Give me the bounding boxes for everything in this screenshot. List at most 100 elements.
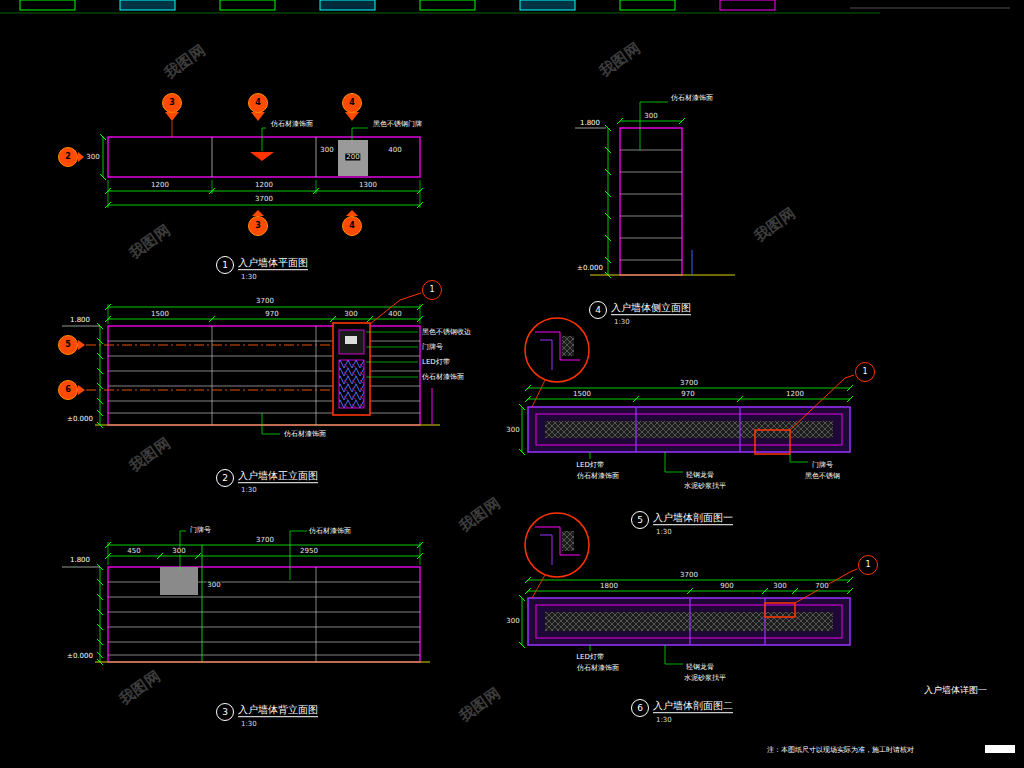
front-elevation-part: [333, 323, 370, 415]
wall-plan-part: [212, 180, 213, 194]
back-elevation-part: [95, 662, 430, 663]
side-elevation-part: [620, 128, 682, 275]
back-elevation: [62, 531, 430, 662]
note-text: 仿石材漆饰面: [421, 374, 465, 381]
callout-number: 4: [255, 99, 261, 107]
front-elevation-part-part: [108, 401, 420, 402]
wall-plan-part: [420, 180, 421, 208]
note-text: 仿石材漆饰面: [308, 528, 352, 535]
watermark: 我图网: [597, 41, 642, 79]
sheet-title: 入户墙体详图一: [923, 686, 988, 695]
side-elevation-part-part: [620, 150, 682, 151]
wall-section-one-part: [528, 399, 850, 400]
sheet-thumbnails-part: [20, 0, 75, 10]
note-text: 轻钢龙骨: [685, 664, 715, 671]
dimension-text: 300: [505, 618, 520, 625]
dimension-text: 300: [171, 548, 186, 555]
wall-plan-part: [316, 180, 317, 194]
dimension-text: 300: [505, 427, 520, 434]
wall-plan-part: [316, 137, 317, 177]
front-elevation-part: [345, 336, 357, 344]
section-marker: 6: [58, 380, 78, 400]
drawing-title: 入户墙体侧立面图: [611, 302, 691, 315]
back-elevation-part: [420, 542, 421, 565]
wall-section-two-part: [765, 603, 795, 617]
note-text: 门牌号: [811, 462, 834, 469]
back-elevation-part-part: [316, 567, 317, 662]
side-elevation-part-part: [620, 238, 682, 239]
side-elevation-part: [608, 128, 609, 275]
note-text: 轻钢龙骨: [685, 472, 715, 479]
note-text: 注：本图纸尺寸以现场实际为准，施工时请核对: [766, 747, 915, 754]
note-text: 门牌号: [189, 527, 212, 534]
dimension-text: 970: [264, 311, 279, 318]
front-elevation-part: [62, 326, 100, 327]
side-elevation-part-part: [620, 172, 682, 173]
front-elevation-part: [86, 390, 333, 391]
callout-number: 1: [429, 286, 434, 294]
note-text: 仿石材漆饰面: [576, 665, 620, 672]
callout-number: 6: [637, 704, 643, 713]
wall-section-one-part: [528, 407, 850, 452]
drawing-title-badge: 1入户墙体平面图: [216, 256, 234, 274]
note-text: 门牌号: [421, 344, 444, 351]
back-elevation-part-part: [108, 597, 420, 598]
wall-section-two-part: [689, 598, 690, 645]
front-elevation-part-part: [108, 341, 420, 342]
callout-number: 2: [65, 153, 71, 161]
wall-plan-part: [262, 128, 266, 151]
scale-text: 1:30: [613, 319, 631, 326]
sheet-thumbnails-part: [0, 13, 880, 14]
drawing-title-badge: 6入户墙体剖面图二: [631, 699, 649, 717]
back-elevation-part: [108, 542, 109, 565]
dimension-text: 1800: [599, 583, 619, 590]
callout-number: 4: [595, 306, 601, 315]
wall-section-one-part: [790, 375, 854, 430]
wall-plan-part: [172, 121, 173, 137]
sheet-thumbnails-part: [620, 0, 675, 10]
wall-section-one-part: [755, 430, 790, 454]
wall-plan-part: [78, 152, 84, 162]
scale-text: 1:30: [240, 487, 258, 494]
callout-number: 1: [222, 261, 228, 270]
back-elevation-part: [108, 567, 420, 662]
dimension-text: 400: [387, 311, 402, 318]
callout-number: 3: [255, 222, 261, 230]
wall-section-one-part: [536, 414, 842, 445]
note-text: 水泥砂浆找平: [683, 675, 727, 682]
drawing-title: 入户墙体正立面图: [238, 470, 318, 483]
dimension-text: 3700: [254, 196, 274, 203]
dimension-text: 300: [85, 154, 100, 161]
note-text: LED灯带: [575, 654, 605, 661]
wall-section-one-part: [540, 340, 552, 370]
level-text: ±0.000: [66, 416, 94, 423]
callout-number: 4: [349, 99, 355, 107]
wall-plan-part: [345, 112, 359, 121]
side-elevation: [575, 102, 735, 275]
wall-section-two-part: [536, 605, 842, 638]
level-text: ±0.000: [576, 265, 604, 272]
wall-section-two: [522, 513, 857, 664]
watermark: 我图网: [162, 43, 207, 81]
front-elevation-part: [370, 293, 421, 324]
front-elevation-part-part: [108, 371, 420, 372]
wall-plan-part: [108, 205, 420, 206]
watermark: 我图网: [127, 223, 172, 261]
sheet-thumbnails-part: [320, 0, 375, 10]
drawing-title-badge: 5入户墙体剖面图一: [631, 511, 649, 529]
detail-callout: 1: [855, 362, 875, 382]
wall-section-one-part: [665, 452, 683, 472]
wall-plan-part: [251, 112, 265, 121]
wall-section-two-part: [665, 645, 683, 664]
watermark: 我图网: [752, 206, 797, 244]
dimension-text: 1200: [150, 182, 170, 189]
wall-plan-part: [165, 112, 179, 121]
wall-plan-part: [108, 137, 420, 177]
callout-number: 3: [222, 708, 228, 717]
callout-number: 5: [637, 516, 643, 525]
front-elevation-part: [108, 307, 420, 308]
dimension-text: 900: [719, 583, 734, 590]
dimension-text: 3700: [255, 298, 275, 305]
front-elevation-part-part: [366, 377, 418, 378]
sheet-thumbnails-part: [420, 0, 475, 10]
